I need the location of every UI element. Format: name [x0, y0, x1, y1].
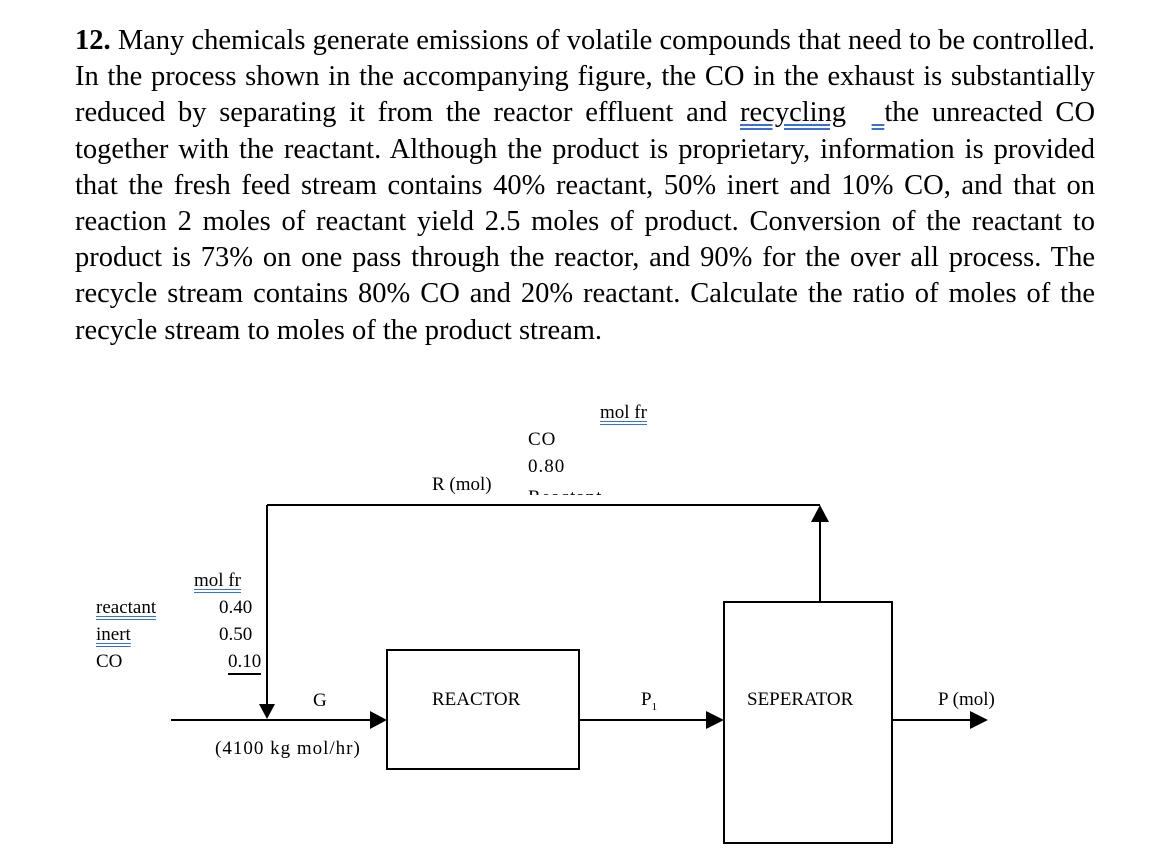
feed-arrow: [370, 711, 387, 729]
problem-statement: 12. Many chemicals generate emissions of…: [75, 23, 1095, 349]
feed-value-inert: 0.50: [219, 624, 253, 645]
feed-value-co: 0.10: [228, 651, 262, 675]
recycle-mol-fr-label: mol fr: [600, 402, 647, 423]
p1-arrow: [706, 711, 724, 729]
product-arrow: [970, 711, 988, 729]
recycle-stream-label: R (mol): [432, 474, 492, 495]
recycle-merge-arrow: [259, 704, 275, 719]
recycle-co-value: 0.80: [528, 456, 566, 477]
reactor-label: REACTOR: [432, 689, 521, 710]
separator-box: [723, 601, 893, 844]
feed-flow-label: (4100 kg mol/hr): [215, 738, 361, 759]
p1-label: P1: [641, 689, 658, 713]
reactor-box: [386, 649, 580, 770]
feed-component-inert: inert: [96, 624, 131, 645]
recycle-reactant-cut-label: Reactant: [528, 487, 602, 495]
feed-value-reactant: 0.40: [219, 597, 253, 618]
stream-g-label: G: [313, 690, 327, 711]
problem-text-part2: the unreacted CO together with the react…: [75, 97, 1096, 346]
problem-number: 12.: [75, 25, 111, 56]
product-stream-label: P (mol): [938, 689, 995, 710]
problem-recycling-word: recycling: [740, 97, 847, 129]
problem-text-part1: Many chemicals generate emissions of vol…: [75, 25, 1096, 129]
feed-mol-fr-label: mol fr: [194, 570, 241, 591]
recycle-up-arrow: [811, 505, 829, 522]
feed-component-co: CO: [96, 651, 123, 672]
recycle-co-label: CO: [528, 429, 557, 450]
separator-label: SEPERATOR: [747, 689, 854, 710]
feed-component-reactant: reactant: [96, 597, 157, 618]
